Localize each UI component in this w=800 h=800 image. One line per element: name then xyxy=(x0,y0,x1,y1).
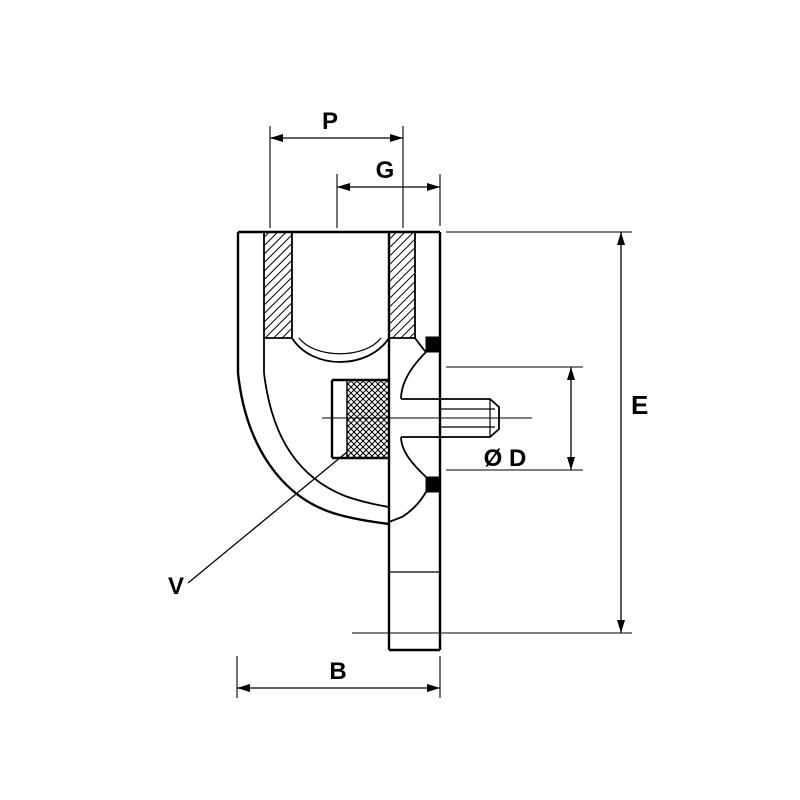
thread-hatch-left xyxy=(264,233,292,338)
callout-v-leader xyxy=(187,451,348,584)
callout-v: V xyxy=(168,451,348,600)
plug-crosshatch xyxy=(346,379,390,459)
callout-label-v: V xyxy=(168,573,184,600)
seat-top-curve xyxy=(400,351,427,400)
dimension-label-d: Ø D xyxy=(484,445,527,472)
dimension-b: B xyxy=(236,656,441,698)
body-lower-inner-curve xyxy=(263,372,390,508)
seat-bottom-curve xyxy=(400,436,427,478)
bore-bottom-curve-inner xyxy=(298,337,382,355)
hex-stud-outline xyxy=(440,398,500,438)
dimension-label-e: E xyxy=(631,390,648,420)
seat-bottom-link xyxy=(388,491,427,523)
seat-top-link xyxy=(414,337,427,353)
dimension-e: E xyxy=(352,231,648,634)
dimension-label-b: B xyxy=(329,658,346,685)
o-ring-top xyxy=(425,336,440,353)
dimension-p: P xyxy=(269,108,404,228)
dimension-g: G xyxy=(336,157,441,228)
dimensions: P G E Ø D xyxy=(168,108,648,698)
dimension-d: Ø D xyxy=(446,366,583,472)
part-section xyxy=(236,230,532,652)
o-ring-bottom xyxy=(425,476,440,493)
dimension-label-p: P xyxy=(322,108,338,135)
bore-bottom-curve xyxy=(291,337,390,363)
dimension-label-g: G xyxy=(376,157,395,184)
body-lower-outer-curve xyxy=(236,372,390,526)
thread-hatch-right xyxy=(389,233,415,338)
